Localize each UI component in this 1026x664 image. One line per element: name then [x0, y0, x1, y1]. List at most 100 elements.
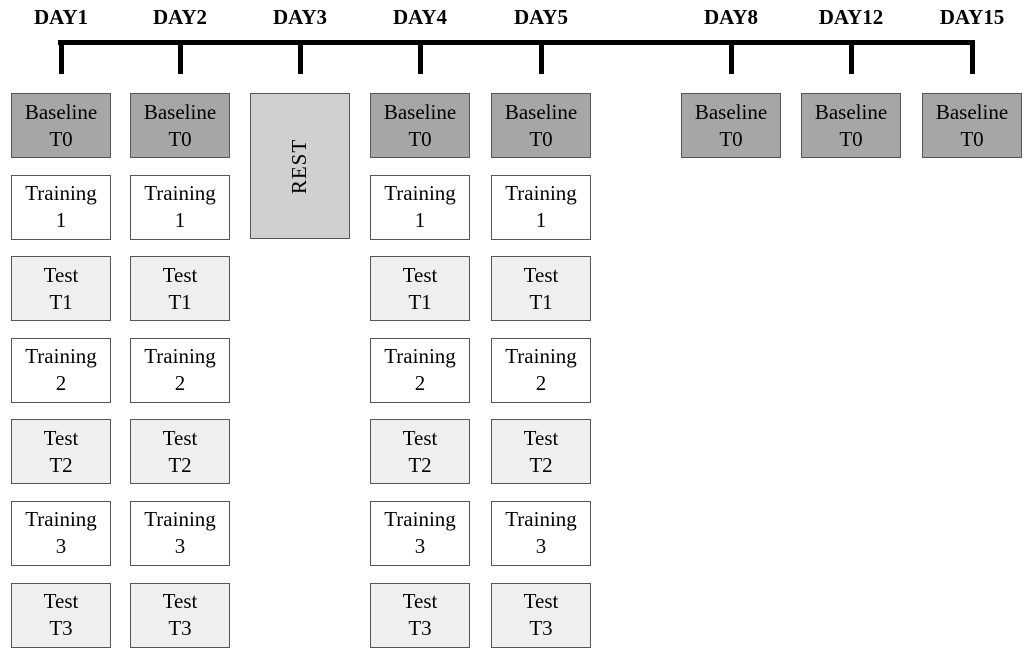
day-label-day12: DAY12 [818, 5, 884, 29]
box-title: Training [384, 181, 456, 206]
box-subtitle: 3 [55, 534, 67, 559]
timeline-tick-day8 [728, 40, 734, 74]
timeline-tick-day5 [538, 40, 544, 74]
timeline-tick-day3 [297, 40, 303, 74]
box-title: Training [144, 181, 216, 206]
box-title: Test [523, 589, 559, 614]
box-title: Baseline [814, 99, 888, 124]
timeline-tick-day4 [417, 40, 423, 74]
box-subtitle: 2 [55, 371, 67, 396]
box-title: Training [384, 344, 456, 369]
box-subtitle: T0 [49, 126, 73, 151]
box-title: Training [25, 181, 97, 206]
timeline-bar [58, 40, 974, 45]
box-subtitle: T1 [529, 289, 553, 314]
box-title: Test [523, 425, 559, 450]
box-subtitle: 3 [414, 534, 426, 559]
box-title: Test [402, 262, 438, 287]
box-title: Baseline [935, 99, 1009, 124]
box-subtitle: 1 [55, 208, 67, 233]
box-title: Test [43, 425, 79, 450]
box-subtitle: T3 [529, 616, 553, 641]
box-subtitle: T0 [719, 126, 743, 151]
box-title: Baseline [694, 99, 768, 124]
day-label-day5: DAY5 [513, 5, 569, 29]
box-subtitle: T2 [529, 452, 553, 477]
timeline-tick-day15 [969, 40, 975, 74]
day-label-day1: DAY1 [33, 5, 89, 29]
day-label-day4: DAY4 [392, 5, 448, 29]
box-subtitle: T3 [49, 616, 73, 641]
box-title: Baseline [24, 99, 98, 124]
box-subtitle: 1 [414, 208, 426, 233]
box-subtitle: T0 [839, 126, 863, 151]
rest-box: REST [250, 93, 350, 239]
day-column-day3: REST [250, 93, 350, 256]
box-subtitle: T1 [168, 289, 192, 314]
timeline-tick-day12 [848, 40, 854, 74]
day-label-day15: DAY15 [939, 5, 1005, 29]
timeline-tick-day2 [177, 40, 183, 74]
box-title: Training [505, 181, 577, 206]
box-subtitle: 2 [174, 371, 186, 396]
box-subtitle: T2 [168, 452, 192, 477]
box-subtitle: T0 [168, 126, 192, 151]
timeline-tick-day1 [58, 40, 64, 74]
box-title: Test [402, 425, 438, 450]
box-subtitle: 2 [535, 371, 547, 396]
box-subtitle: T0 [408, 126, 432, 151]
box-title: Test [43, 262, 79, 287]
box-title: Baseline [504, 99, 578, 124]
box-subtitle: T3 [168, 616, 192, 641]
box-title: Baseline [143, 99, 217, 124]
box-title: Training [384, 507, 456, 532]
box-title: Test [162, 262, 198, 287]
day-label-day3: DAY3 [272, 5, 328, 29]
box-subtitle: T2 [408, 452, 432, 477]
box-title: Test [402, 589, 438, 614]
box-title: Training [505, 507, 577, 532]
box-subtitle: 1 [535, 208, 547, 233]
box-title: Test [162, 425, 198, 450]
box-title: Training [505, 344, 577, 369]
box-subtitle: T1 [49, 289, 73, 314]
box-title: Training [25, 344, 97, 369]
box-title: Training [144, 344, 216, 369]
box-title: Test [162, 589, 198, 614]
day-label-day8: DAY8 [703, 5, 759, 29]
box-title: Test [43, 589, 79, 614]
